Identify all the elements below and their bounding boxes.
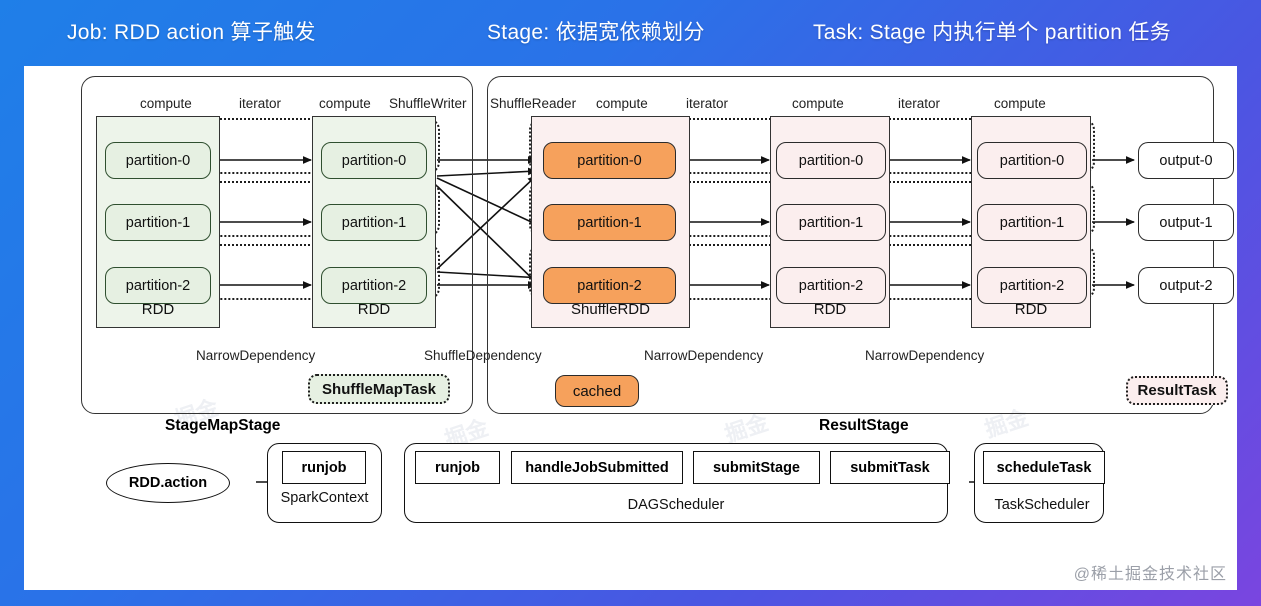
dag-scheduler-method-submittask[interactable]: submitTask [830, 451, 950, 484]
partition-box[interactable]: partition-0 [977, 142, 1087, 179]
dag-scheduler-label: DAGScheduler [627, 497, 725, 513]
partition-box[interactable]: partition-1 [776, 204, 886, 241]
column-label-compute-3: compute [596, 96, 648, 111]
partition-box[interactable]: partition-0 [105, 142, 211, 179]
rdd-group-3-label: RDD [813, 301, 847, 318]
partition-box[interactable]: partition-2 [321, 267, 427, 304]
header-bar: Job: RDD action 算子触发 Stage: 依据宽依赖划分 Task… [0, 0, 1261, 66]
partition-box[interactable]: partition-1 [105, 204, 211, 241]
shuffle-map-task-tag[interactable]: ShuffleMapTask [308, 374, 450, 404]
header-item-job: Job: RDD action 算子触发 [67, 21, 316, 44]
partition-box[interactable]: partition-0 [776, 142, 886, 179]
rdd-group-1-label: RDD [141, 301, 175, 318]
rdd-group-4-label: RDD [1014, 301, 1048, 318]
header-item-stage: Stage: 依据宽依赖划分 [487, 21, 705, 44]
rdd-group-2-label: RDD [357, 301, 391, 318]
task-scheduler-method-scheduletask[interactable]: scheduleTask [983, 451, 1105, 484]
partition-box[interactable]: partition-2 [543, 267, 676, 304]
partition-box[interactable]: partition-1 [977, 204, 1087, 241]
spark-context-label: SparkContext [280, 490, 369, 506]
partition-box[interactable]: partition-0 [543, 142, 676, 179]
dag-scheduler-method-runjob[interactable]: runjob [415, 451, 500, 484]
output-box[interactable]: output-1 [1138, 204, 1234, 241]
output-box[interactable]: output-2 [1138, 267, 1234, 304]
dag-scheduler-method-handlejobsubmitted[interactable]: handleJobSubmitted [511, 451, 683, 484]
cached-tag[interactable]: cached [555, 375, 639, 407]
rdd-action-node[interactable]: RDD.action [106, 463, 230, 503]
spark-context-method-runjob[interactable]: runjob [282, 451, 366, 484]
column-label-shufflewriter: ShuffleWriter [389, 96, 467, 111]
narrow-dependency-label-2: NarrowDependency [644, 348, 764, 363]
connector-lines [220, 156, 1135, 486]
column-label-compute-5: compute [994, 96, 1046, 111]
narrow-dependency-label-1: NarrowDependency [196, 348, 316, 363]
result-task-tag[interactable]: ResultTask [1126, 376, 1228, 405]
diagram-canvas: 掘金 掘金 掘金 掘金 [24, 66, 1237, 590]
column-label-iterator-2: iterator [686, 96, 729, 111]
dag-scheduler-method-submitstage[interactable]: submitStage [693, 451, 820, 484]
partition-box[interactable]: partition-2 [977, 267, 1087, 304]
shuffle-rdd-label: ShuffleRDD [571, 301, 650, 318]
result-stage-name: ResultStage [819, 417, 909, 434]
column-label-iterator-1: iterator [239, 96, 282, 111]
partition-box[interactable]: partition-1 [543, 204, 676, 241]
task-scheduler-label: TaskScheduler [994, 497, 1090, 513]
header-item-task: Task: Stage 内执行单个 partition 任务 [813, 21, 1171, 44]
shuffle-map-stage-container [81, 76, 473, 414]
partition-box[interactable]: partition-0 [321, 142, 427, 179]
column-label-shufflereader: ShuffleReader [490, 96, 577, 111]
column-label-compute-2: compute [319, 96, 371, 111]
partition-box[interactable]: partition-2 [776, 267, 886, 304]
narrow-dependency-label-3: NarrowDependency [865, 348, 985, 363]
site-watermark: @稀土掘金技术社区 [1073, 566, 1227, 583]
column-label-compute-4: compute [792, 96, 844, 111]
partition-box[interactable]: partition-1 [321, 204, 427, 241]
partition-box[interactable]: partition-2 [105, 267, 211, 304]
shuffle-map-stage-name: StageMapStage [165, 417, 281, 434]
result-stage-container [487, 76, 1214, 414]
column-label-compute-1: compute [140, 96, 192, 111]
output-box[interactable]: output-0 [1138, 142, 1234, 179]
shuffle-dependency-label: ShuffleDependency [424, 348, 542, 363]
column-label-iterator-3: iterator [898, 96, 941, 111]
